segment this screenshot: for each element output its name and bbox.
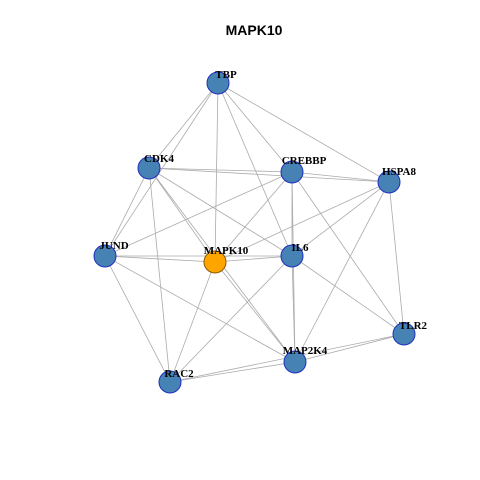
edge-cdk4-crebbp bbox=[148, 167, 293, 173]
node-jund bbox=[93, 244, 117, 268]
node-label-crebbp: CREBBP bbox=[282, 155, 327, 167]
edge-crebbp-jund bbox=[104, 171, 293, 257]
node-rac2 bbox=[158, 370, 182, 394]
node-label-hspa8: HSPA8 bbox=[382, 166, 417, 178]
edge-hspa8-il6 bbox=[291, 181, 390, 257]
node-cdk4 bbox=[137, 156, 161, 180]
diagram-title: MAPK10 bbox=[226, 22, 283, 38]
edge-hspa8-tlr2 bbox=[388, 181, 405, 335]
edge-mapk10-il6 bbox=[214, 255, 293, 263]
node-label-il6: IL6 bbox=[291, 242, 309, 254]
node-label-mapk10: MAPK10 bbox=[204, 245, 249, 257]
node-hspa8 bbox=[377, 170, 401, 194]
edge-crebbp-hspa8 bbox=[291, 171, 390, 183]
node-label-cdk4: CDK4 bbox=[144, 153, 174, 165]
node-label-jund: JUND bbox=[99, 240, 128, 252]
edge-cdk4-jund bbox=[104, 167, 150, 257]
edge-il6-tlr2 bbox=[291, 255, 405, 335]
edge-hspa8-map2k4 bbox=[294, 181, 390, 363]
edge-jund-map2k4 bbox=[104, 255, 296, 363]
node-label-map2k4: MAP2K4 bbox=[283, 345, 328, 357]
node-crebbp bbox=[280, 160, 304, 184]
edge-cdk4-rac2 bbox=[148, 167, 171, 383]
node-label-rac2: RAC2 bbox=[164, 368, 194, 380]
edges-layer bbox=[104, 82, 405, 383]
edge-jund-rac2 bbox=[104, 255, 171, 383]
edge-tbp-jund bbox=[104, 82, 219, 257]
edge-il6-map2k4 bbox=[291, 255, 296, 363]
edge-crebbp-tlr2 bbox=[291, 171, 405, 335]
node-tlr2 bbox=[392, 322, 416, 346]
edge-tbp-hspa8 bbox=[217, 82, 390, 183]
edge-mapk10-rac2 bbox=[169, 261, 216, 383]
node-il6 bbox=[280, 244, 304, 268]
edge-cdk4-il6 bbox=[148, 167, 293, 257]
edge-tbp-il6 bbox=[217, 82, 293, 257]
node-mapk10 bbox=[203, 250, 227, 274]
edge-tlr2-map2k4 bbox=[294, 333, 405, 363]
edge-il6-rac2 bbox=[169, 255, 293, 383]
edge-cdk4-hspa8 bbox=[148, 167, 390, 183]
node-label-tbp: TBP bbox=[215, 69, 237, 81]
edge-mapk10-map2k4 bbox=[214, 261, 296, 363]
edge-tbp-cdk4 bbox=[148, 82, 219, 169]
node-tbp bbox=[206, 71, 230, 95]
edge-jund-mapk10 bbox=[104, 255, 216, 263]
edge-cdk4-mapk10 bbox=[148, 167, 216, 263]
edge-map2k4-rac2 bbox=[169, 361, 296, 383]
node-map2k4 bbox=[283, 350, 307, 374]
edge-tbp-mapk10 bbox=[214, 82, 219, 263]
edge-tbp-crebbp bbox=[217, 82, 293, 173]
nodes-layer bbox=[93, 71, 416, 394]
edge-hspa8-mapk10 bbox=[214, 181, 390, 263]
edge-crebbp-mapk10 bbox=[214, 171, 293, 263]
node-label-tlr2: TLR2 bbox=[399, 320, 428, 332]
